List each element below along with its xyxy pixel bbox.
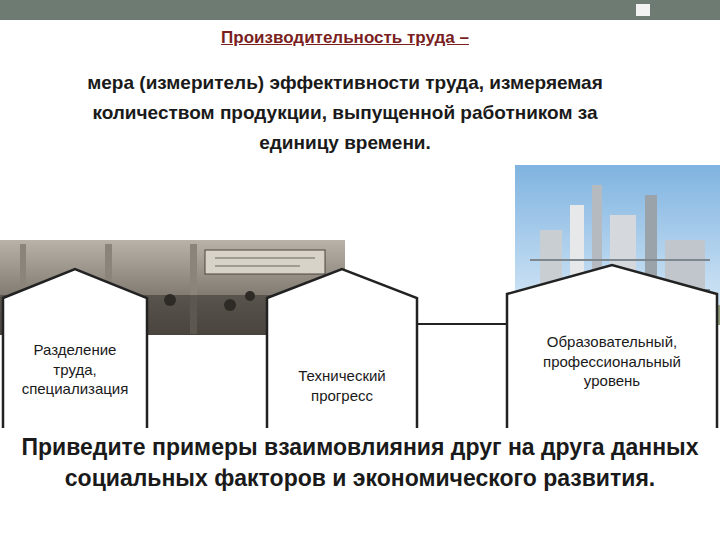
arrow-box: Технический прогресс [266,268,418,444]
top-band [0,0,720,20]
arrow-label: Образовательный, профессиональный уровен… [514,332,710,391]
arrow-outline [266,268,418,444]
slide-title: Производительность труда – [0,28,690,48]
arrow-label: Разделение труда, специализация [10,340,140,399]
question-banner: Приведите примеры взаимовлияния друг на … [0,428,720,502]
arrow-shape [3,269,147,443]
arrow-box: Образовательный, профессиональный уровен… [506,264,718,444]
top-mark [636,4,650,16]
arrow-label: Технический прогресс [274,366,410,405]
arrow-box: Разделение труда, специализация [2,268,148,444]
hidden-arrow [408,324,520,434]
definition-text: мера (измеритель) эффективности труда, и… [70,68,620,158]
arrow-shape [507,265,717,443]
arrow-shape [267,269,417,443]
